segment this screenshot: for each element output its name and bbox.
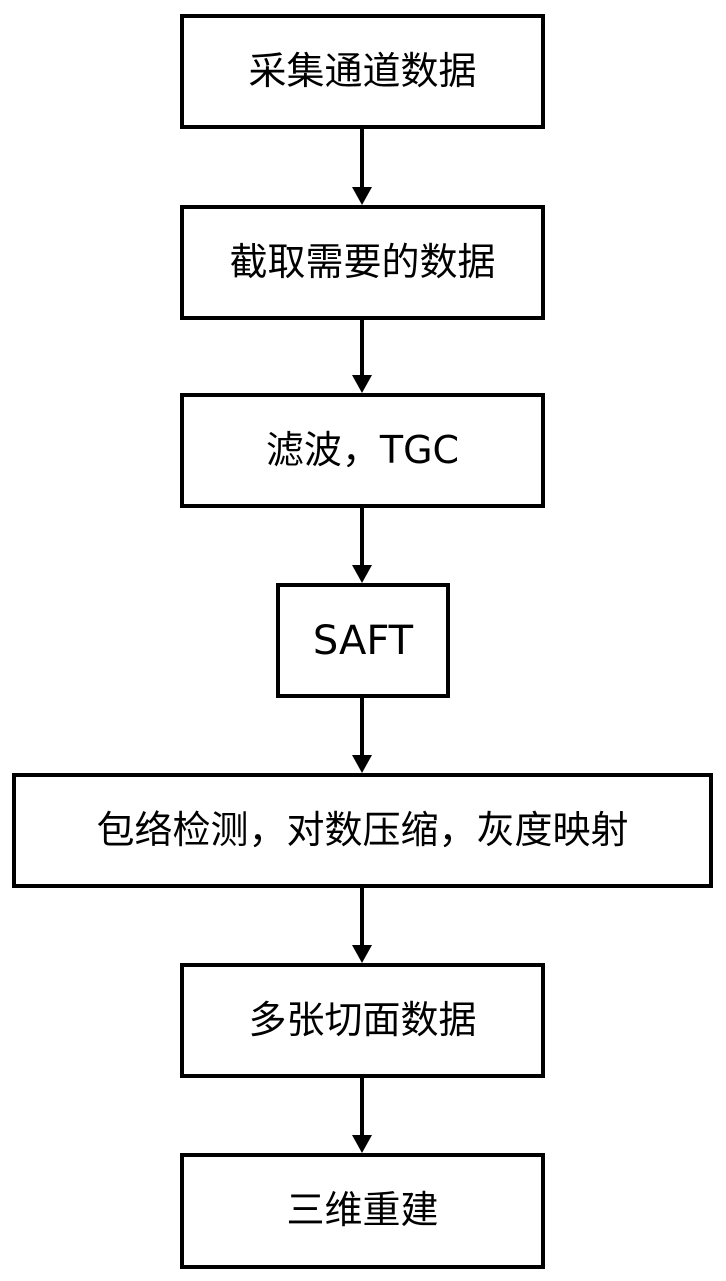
- flow-node-label: SAFT: [312, 617, 414, 664]
- flow-node-n5[interactable]: 包络检测，对数压缩，灰度映射: [12, 773, 713, 888]
- flow-arrow-n5-to-n6: [352, 888, 372, 963]
- flow-node-label: 采集通道数据: [248, 48, 477, 93]
- flow-node-n3[interactable]: 滤波，TGC: [180, 393, 545, 508]
- flow-arrow-n4-to-n5: [352, 698, 372, 773]
- flow-node-n7[interactable]: 三维重建: [180, 1153, 545, 1269]
- flow-node-label: 包络检测，对数压缩，灰度映射: [96, 807, 629, 852]
- flow-node-label: 滤波，TGC: [265, 427, 460, 472]
- flow-arrow-n3-to-n4: [352, 508, 372, 583]
- flow-node-n2[interactable]: 截取需要的数据: [180, 205, 545, 320]
- flow-arrow-n2-to-n3: [352, 320, 372, 393]
- flow-node-label: 三维重建: [286, 1188, 439, 1233]
- flow-node-n6[interactable]: 多张切面数据: [180, 963, 545, 1078]
- flow-arrow-n6-to-n7: [352, 1078, 372, 1153]
- flow-node-n4[interactable]: SAFT: [276, 583, 450, 698]
- flow-node-label: 截取需要的数据: [229, 239, 496, 284]
- flow-node-n1[interactable]: 采集通道数据: [180, 14, 545, 129]
- flow-arrow-n1-to-n2: [352, 129, 372, 205]
- flow-node-label: 多张切面数据: [248, 997, 477, 1042]
